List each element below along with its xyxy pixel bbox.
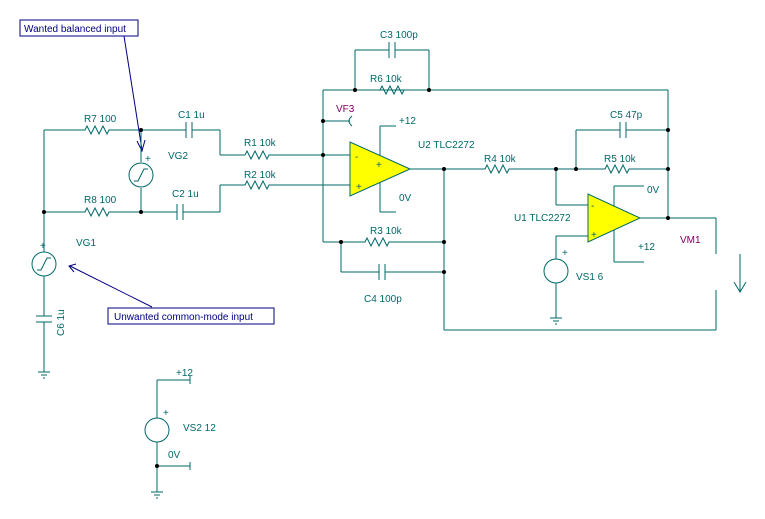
label-r6: R6 10k <box>370 74 403 85</box>
junction <box>666 128 670 132</box>
junction <box>554 167 558 171</box>
junction <box>574 167 578 171</box>
supply-vs2: +12 + VS2 12 0V <box>144 368 216 499</box>
junctions <box>42 88 670 468</box>
label-u1: U1 TLC2272 <box>514 213 571 224</box>
u2-pos-label: +12 <box>399 116 416 127</box>
vf3-probe <box>348 115 353 127</box>
label-c1: C1 1u <box>178 110 205 121</box>
stage-u1: R4 10k C5 47p R5 10k - + 0V +12 U1 TLC22… <box>479 90 747 330</box>
label-r8: R8 100 <box>84 195 117 206</box>
junction <box>442 240 446 244</box>
input-network: R7 100 R8 100 + VG2 + VG1 C6 1u <box>31 114 188 379</box>
label-c3: C3 100p <box>380 30 418 41</box>
junction <box>666 167 670 171</box>
annotation-common-mode: Unwanted common-mode input <box>68 263 275 325</box>
junction <box>321 153 325 157</box>
u2-minus-sign: - <box>355 152 358 163</box>
junction <box>666 216 670 220</box>
junction <box>155 464 159 468</box>
junction <box>442 270 446 274</box>
u1-neg-label: 0V <box>647 185 660 196</box>
ground-vs1 <box>550 317 562 325</box>
vg2-circle <box>128 162 154 188</box>
source-vs2 <box>144 417 170 443</box>
label-r5: R5 10k <box>604 154 637 165</box>
label-r1: R1 10k <box>244 138 277 149</box>
u2-plus-sign-top: + <box>376 160 382 171</box>
input-caps-resistors: C1 1u R1 10k C2 1u R2 10k <box>172 110 350 220</box>
annotation-common-mode-box <box>107 307 275 325</box>
ground-c6 <box>38 371 50 379</box>
vs1-plus: + <box>562 248 568 259</box>
u2-neg-label: 0V <box>399 193 412 204</box>
opamp-u2 <box>349 141 412 197</box>
vg1-symbol <box>37 257 51 271</box>
vs2-neg-label: 0V <box>168 450 181 461</box>
junction <box>353 88 357 92</box>
junction <box>339 240 343 244</box>
resistor-r4 <box>479 164 515 174</box>
junction <box>42 210 46 214</box>
annotation-balanced: Wanted balanced input <box>19 19 146 153</box>
vg2-symbol <box>134 168 148 182</box>
label-r2: R2 10k <box>244 170 277 181</box>
junction <box>442 167 446 171</box>
source-vg1 <box>31 251 57 277</box>
label-c2: C2 1u <box>172 189 199 200</box>
vg1-plus: + <box>40 241 46 252</box>
label-vs1: VS1 6 <box>576 272 604 283</box>
annotation-common-mode-text: Unwanted common-mode input <box>114 312 253 323</box>
label-c5: C5 47p <box>610 110 643 121</box>
resistor-r7 <box>79 125 115 135</box>
label-vf3: VF3 <box>336 104 355 115</box>
annotation-common-mode-arrow <box>69 265 153 308</box>
junction <box>139 210 143 214</box>
junction <box>427 88 431 92</box>
u1-pos-label: +12 <box>638 242 655 253</box>
junction <box>139 128 143 132</box>
u2-plus-sign-in: + <box>356 182 362 193</box>
ground-vs2 <box>151 491 163 499</box>
annotation-balanced-box <box>19 19 139 37</box>
vm1-arrowhead <box>733 281 747 293</box>
resistor-r6 <box>374 85 410 95</box>
label-r3: R3 10k <box>370 226 403 237</box>
label-vm1: VM1 <box>680 235 701 246</box>
source-vs1 <box>543 258 569 284</box>
vs2-pos-label: +12 <box>176 368 193 379</box>
resistor-r1 <box>239 150 275 160</box>
resistor-r5 <box>599 164 635 174</box>
label-u2: U2 TLC2272 <box>418 140 475 151</box>
label-vg2: VG2 <box>168 151 188 162</box>
vg2-plus: + <box>145 154 151 165</box>
vs2-plus: + <box>163 408 169 419</box>
label-r4: R4 10k <box>484 154 517 165</box>
resistor-r3 <box>359 237 395 247</box>
annotation-balanced-text: Wanted balanced input <box>24 24 126 35</box>
annotation-common-mode-arrowhead <box>68 263 77 273</box>
resistor-r2 <box>239 180 275 190</box>
stage-u2: VF3 C3 100p R6 10k - + + +12 0V U2 TLC22… <box>322 30 716 331</box>
annotation-balanced-arrow <box>123 35 143 151</box>
label-c6: C6 1u <box>56 309 67 336</box>
label-r7: R7 100 <box>84 114 117 125</box>
label-vs2: VS2 12 <box>183 423 216 434</box>
junction <box>321 119 325 123</box>
annotation-balanced-arrowhead <box>136 139 146 153</box>
u1-plus-sign: + <box>591 230 597 241</box>
source-vg2 <box>128 162 154 188</box>
u1-minus-sign: - <box>591 201 594 212</box>
resistor-r8 <box>79 207 115 217</box>
label-vg1: VG1 <box>76 238 96 249</box>
label-c4: C4 100p <box>364 294 402 305</box>
